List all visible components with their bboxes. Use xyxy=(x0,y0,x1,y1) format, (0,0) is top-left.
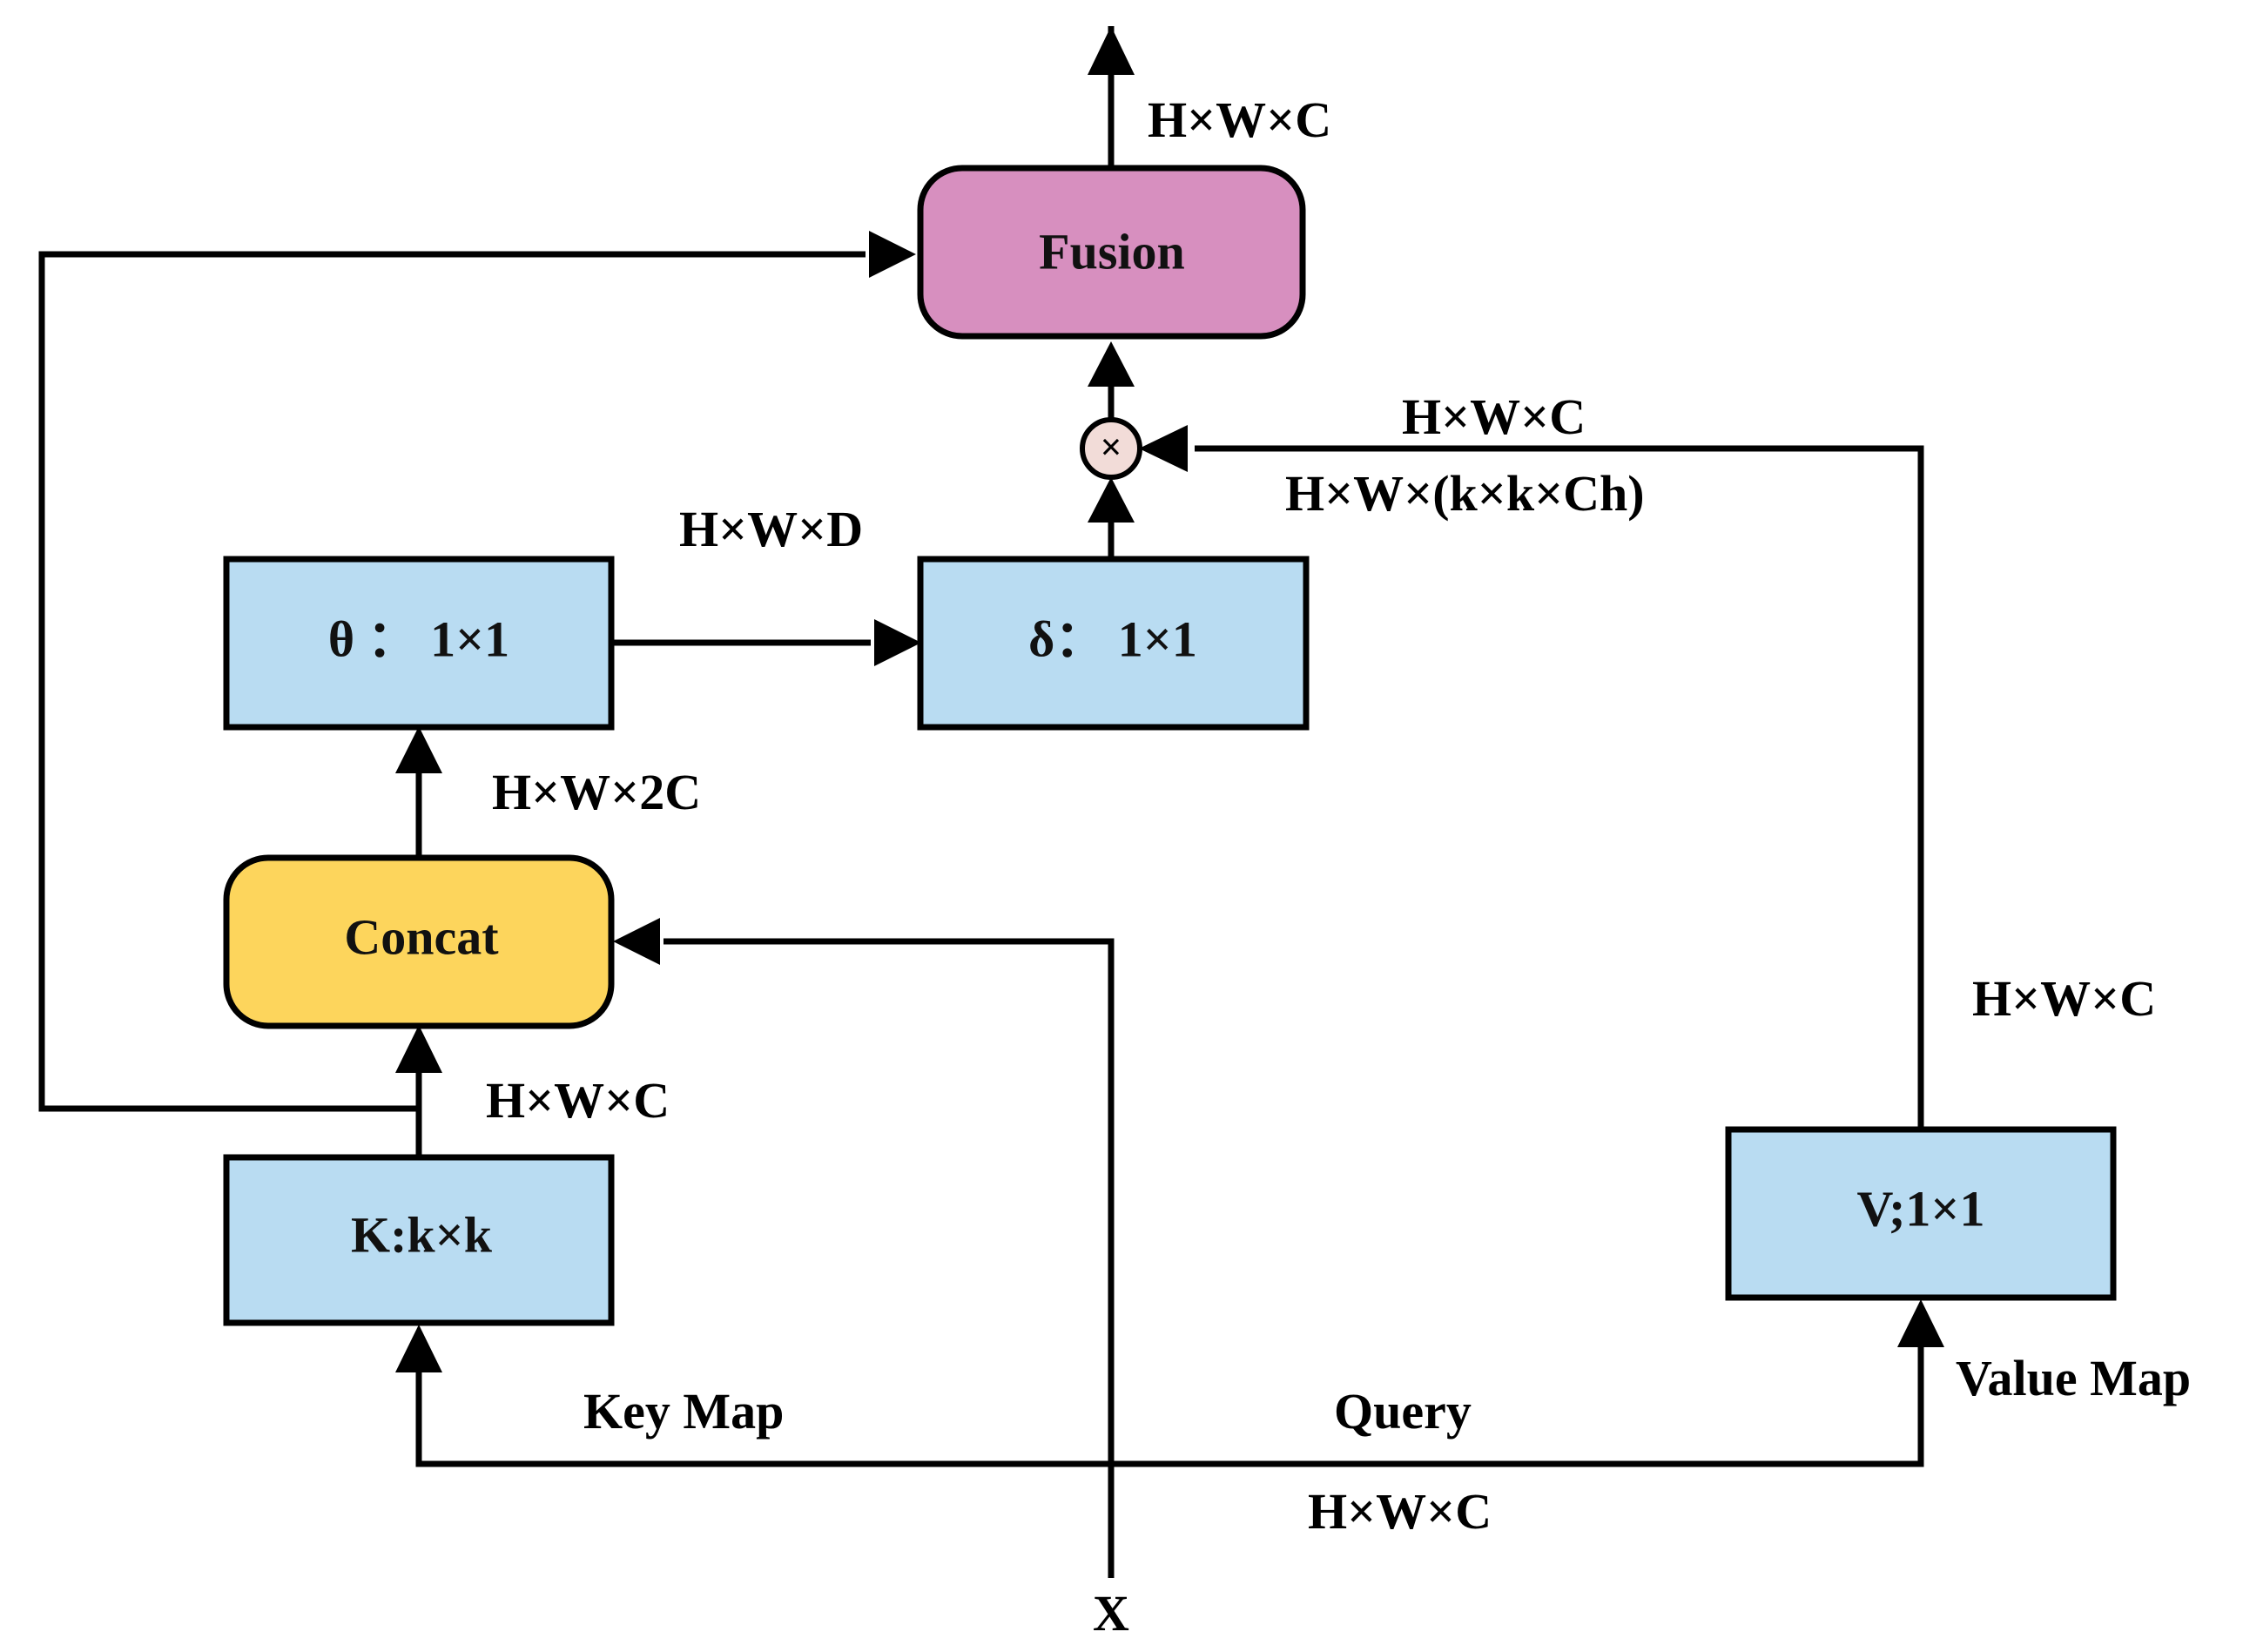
query-to-concat-line xyxy=(663,938,1115,1578)
delta-box-label: δ： 1×1 xyxy=(1028,610,1197,667)
fusion-box-shape xyxy=(917,165,1306,340)
multiply-node-circle xyxy=(1080,417,1142,480)
multiply-in-dim-label: H×W×C xyxy=(1402,388,1586,445)
theta-box-shape xyxy=(223,556,615,731)
concat-to-theta-arrowhead xyxy=(395,726,442,773)
key-to-concat-arrowhead xyxy=(395,1025,442,1073)
delta-to-multiply-arrowhead xyxy=(1088,477,1135,523)
multiply-to-fusion-arrowhead xyxy=(1088,341,1135,387)
value-to-multiply-arrowhead xyxy=(1139,425,1188,472)
key-box: K:k×k xyxy=(223,1154,615,1326)
output-dim-label: H×W×C xyxy=(1148,91,1331,148)
skip-connection-arrowhead xyxy=(869,231,916,278)
bus-to-key-arrowhead xyxy=(395,1325,442,1372)
value-box: V;1×1 xyxy=(1725,1126,2117,1301)
concat-box-label: Concat xyxy=(344,908,499,965)
query-to-concat-arrowhead xyxy=(613,918,660,965)
value-out-dim-label: H×W×C xyxy=(1972,970,2156,1027)
fusion-box: Fusion xyxy=(917,165,1306,340)
fusion-output-arrowhead xyxy=(1088,26,1135,75)
key-box-shape xyxy=(223,1154,615,1326)
input-dim-label: H×W×C xyxy=(1308,1483,1492,1540)
delta-box: δ： 1×1 xyxy=(917,556,1310,731)
theta-to-delta-arrowhead xyxy=(874,619,921,666)
key-out-dim-label: H×W×C xyxy=(486,1072,670,1129)
key-box-label: K:k×k xyxy=(351,1206,493,1263)
concat-out-dim-label: H×W×2C xyxy=(492,764,701,820)
multiply-node: × xyxy=(1080,417,1142,480)
theta-box-label: θ ： 1×1 xyxy=(328,610,509,667)
theta-box: θ ： 1×1 xyxy=(223,556,615,731)
multiply-in-dim2-label: H×W×(k×k×Ch) xyxy=(1285,465,1645,522)
skip-connection-line xyxy=(38,251,866,1112)
concat-box-shape xyxy=(223,854,615,1029)
fusion-box-label: Fusion xyxy=(1039,223,1185,280)
delta-box-shape xyxy=(917,556,1310,731)
key-map-label: Key Map xyxy=(583,1383,784,1440)
value-map-label: Value Map xyxy=(1956,1350,2191,1406)
value-box-label: V;1×1 xyxy=(1857,1180,1985,1237)
query-label: Query xyxy=(1334,1383,1472,1440)
theta-out-dim-label: H×W×D xyxy=(679,501,863,557)
bus-to-value-arrowhead xyxy=(1897,1299,1944,1347)
value-to-multiply-line xyxy=(1195,445,1924,1129)
input-x-label: X xyxy=(1093,1585,1129,1642)
value-box-shape xyxy=(1725,1126,2117,1301)
multiply-symbol: × xyxy=(1100,426,1122,469)
input-bus-line xyxy=(415,1345,1924,1467)
concat-box: Concat xyxy=(223,854,615,1029)
